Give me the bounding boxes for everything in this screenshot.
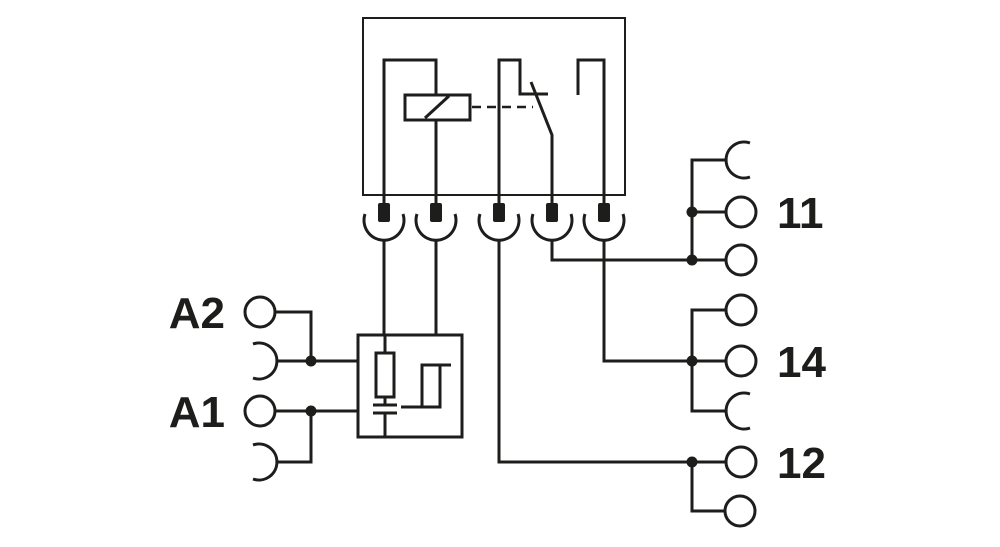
junction-dot xyxy=(686,206,698,218)
plug-socket-icon xyxy=(414,213,458,242)
plug-pin-icon xyxy=(493,203,505,222)
terminal-label-14: 14 xyxy=(777,338,826,387)
socket-contact-icon xyxy=(252,442,279,482)
plug-pin-icon xyxy=(430,203,442,222)
screw-terminal-icon xyxy=(243,295,277,329)
plug-contact-4 xyxy=(530,203,574,242)
screw-terminal-icon xyxy=(724,293,758,327)
relay-outline-box xyxy=(362,17,626,196)
input-box-outline xyxy=(356,333,464,439)
plug-contact-3 xyxy=(477,203,521,242)
no-fixed-contact xyxy=(576,58,606,203)
capacitor-symbol xyxy=(373,403,397,415)
socket-contact-icon xyxy=(252,341,279,381)
relay-unit xyxy=(362,17,626,203)
bus-terminal-11 xyxy=(690,158,726,260)
changeover-contact-lever xyxy=(529,81,554,203)
plug-pin-icon xyxy=(598,203,610,222)
terminal-group-12 xyxy=(686,445,758,528)
plug-pin-icon xyxy=(546,203,558,222)
plug-contact-2 xyxy=(414,203,458,242)
plug-contact-1 xyxy=(362,203,406,242)
bus-terminal-12 xyxy=(690,462,725,513)
coil-feed-wire xyxy=(382,58,438,203)
junction-dot xyxy=(686,456,698,468)
input-circuit-box xyxy=(356,333,464,439)
junction-dot xyxy=(305,355,317,367)
junction-dot xyxy=(686,254,698,266)
plug-contact-5 xyxy=(582,203,626,242)
screw-terminal-icon xyxy=(724,195,758,229)
junction-dot xyxy=(686,355,698,367)
terminal-label-11: 11 xyxy=(777,189,824,238)
wire-a2-screw-terminal xyxy=(275,310,313,361)
terminal-group-14 xyxy=(686,293,758,431)
screw-terminal-icon xyxy=(723,494,757,528)
terminal-group-11 xyxy=(686,140,758,277)
plug-socket-icon xyxy=(362,213,406,242)
terminal-label-12: 12 xyxy=(777,439,826,488)
screw-terminal-icon xyxy=(724,344,758,378)
terminal-label-a2: A2 xyxy=(169,289,225,338)
junction-dot xyxy=(305,405,317,417)
terminal-group-a2 xyxy=(243,295,317,381)
wire-pin4-to-terminal-11 xyxy=(550,241,692,262)
relay-coil-diagonal xyxy=(423,94,451,120)
hysteresis-symbol xyxy=(401,363,451,409)
socket-contact-icon xyxy=(724,140,751,180)
plug-socket-icon xyxy=(477,213,521,242)
plug-pin-icon xyxy=(378,203,390,222)
plug-socket-icon xyxy=(582,213,626,242)
wire-pin5-to-terminal-14 xyxy=(602,241,692,363)
plug-socket-icon xyxy=(530,213,574,242)
screw-terminal-icon xyxy=(724,445,758,479)
nc-fixed-contact xyxy=(497,58,548,203)
screw-terminal-icon xyxy=(724,243,758,277)
terminal-label-a1: A1 xyxy=(169,388,225,437)
plug-in-contacts xyxy=(362,203,626,242)
resistor-symbol xyxy=(374,351,396,399)
socket-contact-icon xyxy=(724,391,751,431)
screw-terminal-icon xyxy=(243,394,277,428)
terminal-group-a1 xyxy=(243,394,317,482)
wire-a1-socket-terminal xyxy=(277,411,313,464)
wire-pin3-to-terminal-12 xyxy=(497,241,692,464)
